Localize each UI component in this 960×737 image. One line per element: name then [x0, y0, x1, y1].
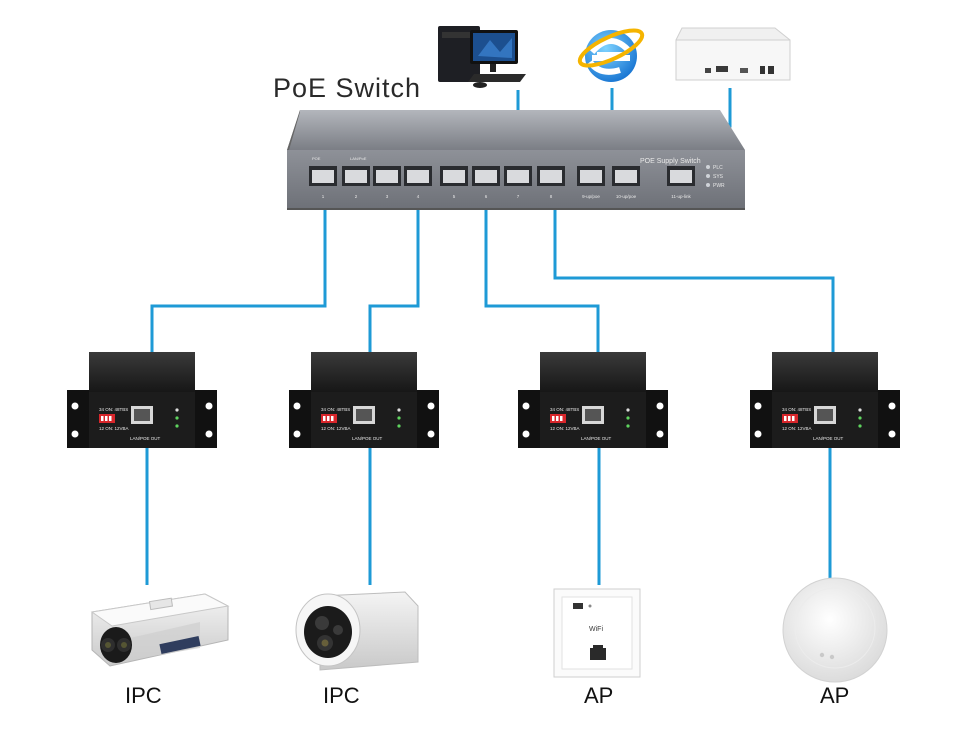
poe-splitter-4: 34 ON: 48TBS 12 ON: 12VBA LAN/POE OUT: [750, 352, 900, 448]
rj45-port-socket: [475, 170, 497, 183]
switch-group-label-lan: LAN/PoE: [350, 156, 367, 161]
splitter-dip-text2: 12 ON: 12VBA: [99, 426, 129, 431]
downlink-cables: [145, 190, 835, 585]
dome-bullet-camera-icon: [295, 591, 419, 671]
rj45-port-socket: [345, 170, 367, 183]
switch-port-label: 2: [355, 194, 358, 199]
ap-panel-text: WiFi: [589, 626, 603, 633]
cable-port6: [484, 190, 600, 353]
led-pwr: [706, 183, 710, 187]
switch-port-5: 5: [440, 166, 468, 199]
switch-group-label-poe: POE: [312, 156, 321, 161]
cable-port8: [553, 190, 835, 353]
splitter-dip-text2: 12 ON: 12VBA: [550, 426, 580, 431]
led-label-pwr: PWR: [713, 183, 725, 189]
rj45-port-socket: [507, 170, 529, 183]
switch-port-3: 3: [373, 166, 401, 199]
splitter-port-text: LAN/POE OUT: [130, 436, 161, 441]
splitter-dip-text: 34 ON: 48TBS: [782, 407, 811, 412]
switch-port-4: 4: [404, 166, 432, 199]
switch-port-label: 1: [322, 194, 325, 199]
splitter-dip-text2: 12 ON: 12VBA: [782, 426, 812, 431]
splitter-dip-text: 34 ON: 48TBS: [99, 407, 128, 412]
splitter-dip-text2: 12 ON: 12VBA: [321, 426, 351, 431]
switch-port-6: 6: [472, 166, 500, 199]
switch-port-11: 11-up-link: [667, 166, 695, 199]
switch-port-2: 2: [342, 166, 370, 199]
switch-port-label: 5: [453, 194, 456, 199]
cable-port1: [150, 190, 327, 353]
switch-port-label: 7: [517, 194, 520, 199]
switch-port-7: 7: [504, 166, 532, 199]
device-label-ap-1: AP: [584, 683, 613, 708]
rj45-port-socket: [615, 170, 637, 183]
switch-port-10: 10-up/poe: [612, 166, 640, 199]
splitter-dip-text: 34 ON: 48TBS: [321, 407, 350, 412]
switch-port-8: 8: [537, 166, 565, 199]
splitter-port-text: LAN/POE OUT: [581, 436, 612, 441]
switch-port-9: 9-up/poe: [577, 166, 605, 199]
led-sys: [706, 174, 710, 178]
rj45-port-socket: [376, 170, 398, 183]
switch-port-label: 4: [417, 194, 420, 199]
bullet-camera-icon: [90, 593, 230, 667]
device-label-ipc-2: IPC: [323, 683, 360, 708]
rj45-port-socket: [312, 170, 334, 183]
poe-splitter-1: 34 ON: 48TBS 12 ON: 12VBA LAN/POE OUT: [67, 352, 217, 448]
device-label-ipc-1: IPC: [125, 683, 162, 708]
desktop-computer-icon: [438, 26, 526, 88]
led-plc: [706, 165, 710, 169]
device-label-ap-2: AP: [820, 683, 849, 708]
splitter-port-text: LAN/POE OUT: [352, 436, 383, 441]
rj45-port-socket: [407, 170, 429, 183]
cable-port4: [368, 190, 420, 353]
switch-leds: PLC SYS PWR: [706, 165, 725, 189]
splitter-dip-text: 34 ON: 48TBS: [550, 407, 579, 412]
led-label-plc: PLC: [713, 165, 723, 171]
poe-splitter-2: 34 ON: 48TBS 12 ON: 12VBA LAN/POE OUT: [289, 352, 439, 448]
switch-port-group: 1 2 3 4 5 6 7 8 9-up/poe 10-up/poe 11-up-link: [309, 166, 695, 199]
rj45-port-socket: [540, 170, 562, 183]
nvr-recorder-icon: [675, 27, 791, 81]
switch-title: PoE Switch: [273, 73, 421, 103]
switch-port-label: 3: [386, 194, 389, 199]
rj45-port-socket: [670, 170, 692, 183]
switch-port-label: 8: [550, 194, 553, 199]
switch-port-label: 11-up-link: [671, 194, 691, 199]
internet-explorer-icon: [577, 28, 645, 82]
rj45-port-socket: [443, 170, 465, 183]
switch-port-label: 10-up/poe: [616, 194, 637, 199]
poe-switch: POE LAN/PoE POE Supply Switch 1 2 3 4 5 6 7 8 9-…: [287, 110, 745, 210]
ceiling-ap-icon: [782, 577, 888, 683]
poe-splitter-3: 34 ON: 48TBS 12 ON: 12VBA LAN/POE OUT: [518, 352, 668, 448]
switch-panel-text: POE Supply Switch: [640, 158, 701, 165]
switch-port-1: 1: [309, 166, 337, 199]
splitter-port-text: LAN/POE OUT: [813, 436, 844, 441]
led-label-sys: SYS: [713, 174, 724, 180]
rj45-port-socket: [580, 170, 602, 183]
switch-port-label: 9-up/poe: [582, 194, 600, 199]
switch-port-label: 6: [485, 194, 488, 199]
wall-panel-ap-icon: WiFi: [553, 588, 641, 678]
